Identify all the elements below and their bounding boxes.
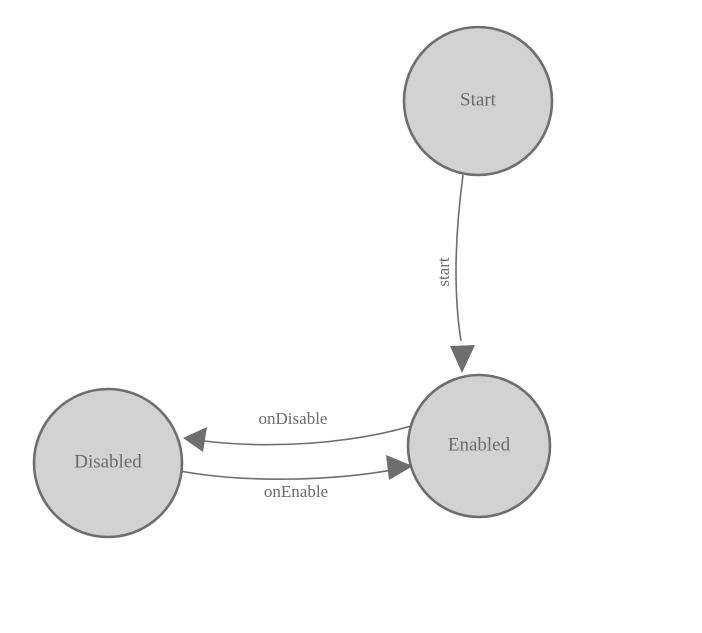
edges-layer: start onDisable onEnable <box>179 174 475 501</box>
edge-path-onenable <box>179 469 393 480</box>
edge-disabled-to-enabled[interactable]: onEnable <box>179 455 413 501</box>
node-enabled[interactable]: Enabled <box>406 373 552 519</box>
edge-label-onenable: onEnable <box>264 482 328 501</box>
node-circle-start <box>402 25 554 177</box>
edge-path-ondisable <box>203 425 412 446</box>
node-label-disabled: Disabled <box>74 451 142 472</box>
edge-label-start: start <box>434 257 453 287</box>
edge-label-ondisable: onDisable <box>259 409 328 428</box>
node-circle-enabled <box>406 373 552 519</box>
node-disabled[interactable]: Disabled <box>32 387 184 539</box>
node-start[interactable]: Start <box>402 25 554 177</box>
nodes-layer: Start Enabled Disabled <box>32 25 554 539</box>
edge-enabled-to-disabled[interactable]: onDisable <box>183 409 412 452</box>
node-label-start: Start <box>460 89 497 110</box>
node-label-enabled: Enabled <box>448 434 511 455</box>
arrowhead-icon-ondisable <box>183 427 207 452</box>
edge-start-to-enabled[interactable]: start <box>434 174 475 373</box>
arrowhead-icon-start <box>450 345 475 373</box>
node-circle-disabled <box>32 387 184 539</box>
edge-path-start <box>455 174 464 342</box>
arrowhead-icon-onenable <box>386 455 413 480</box>
